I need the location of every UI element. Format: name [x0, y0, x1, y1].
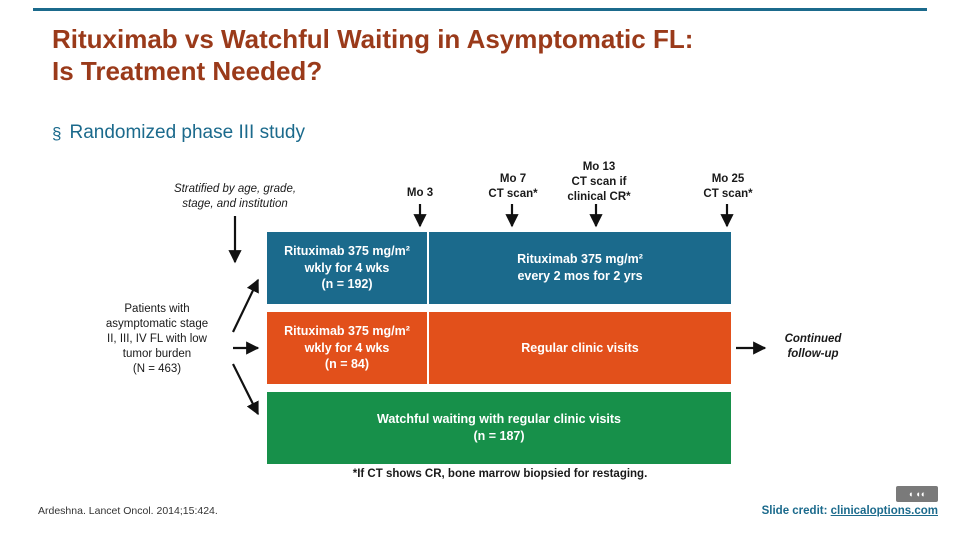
watchful-waiting-box: Watchful waiting with regular clinic vis… [267, 392, 731, 464]
stratification-label: Stratified by age, grade,stage, and inst… [173, 183, 297, 210]
arm2-maintenance-box: Regular clinic visits [429, 312, 731, 384]
slide-credit: Slide credit: clinicaloptions.com [762, 505, 938, 517]
slide-credit-prefix: Slide credit: [761, 505, 831, 517]
bullet-row: § Randomized phase III study [52, 122, 305, 144]
logo-mark-2: ◖◐ [915, 488, 927, 499]
header-divider [33, 8, 927, 11]
bullet-marker-icon: § [52, 124, 62, 143]
clinical-options-logo: ◖ ◖◐ [896, 486, 938, 502]
title-line-1: Rituximab vs Watchful Waiting in Asympto… [52, 24, 694, 54]
logo-mark-1: ◖ [907, 488, 914, 499]
footnote: *If CT shows CR, bone marrow biopsied fo… [352, 468, 648, 480]
timepoint-mo3: Mo 3 [406, 187, 434, 199]
slide-credit-link[interactable]: clinicaloptions.com [830, 505, 938, 517]
page-title: Rituximab vs Watchful Waiting in Asympto… [52, 24, 912, 87]
source-citation: Ardeshna. Lancet Oncol. 2014;15:424. [38, 505, 218, 517]
bullet-label: Randomized phase III study [69, 122, 305, 143]
title-line-2: Is Treatment Needed? [52, 55, 323, 86]
